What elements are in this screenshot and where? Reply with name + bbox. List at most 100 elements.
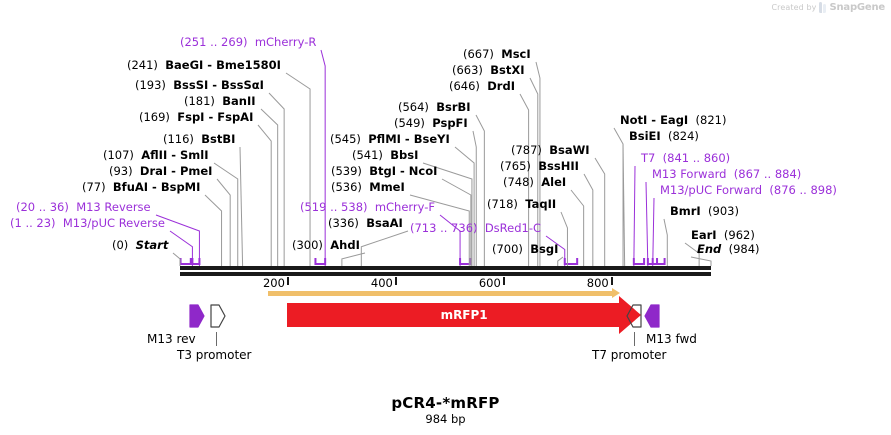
feature-arrow-t3-promoter[interactable] (210, 303, 226, 329)
map-label-bmri[interactable]: BmrI (903) (670, 205, 739, 218)
label-pos-mmei: (536) (331, 180, 362, 194)
credit-prefix: Created by (771, 3, 817, 12)
feature-arrow-t7-promoter[interactable] (626, 303, 642, 329)
leader-m13puc-reverse (169, 230, 193, 266)
label-name-drai-pmei: DraI - PmeI (139, 164, 213, 178)
map-label-alei[interactable]: (748) AleI (503, 176, 566, 189)
map-label-fspi-fspai[interactable]: (169) FspI - FspAI (139, 111, 253, 124)
orange-feature-bar[interactable] (267, 291, 613, 296)
label-pos-pspfi: (549) (394, 116, 425, 130)
map-label-bsawi[interactable]: (787) BsaWI (511, 144, 590, 157)
map-label-eari[interactable]: EarI (962) (691, 229, 755, 242)
label-pos-aflii-smli: (107) (103, 148, 134, 162)
map-label-baegi-bme1580i[interactable]: (241) BaeGI - Bme1580I (127, 59, 281, 72)
label-pos-mcherry-f: (519 .. 538) (300, 200, 368, 214)
map-label-pspfi[interactable]: (549) PspFI (394, 117, 468, 130)
label-pos-bmri: (903) (708, 204, 739, 218)
label-pos-taqii: (718) (487, 197, 518, 211)
label-name-bsssi-bsssai: BssSI - BssSαI (173, 78, 264, 92)
map-label-noti-eagi[interactable]: NotI - EagI (821) (620, 114, 726, 127)
map-label-bsiei[interactable]: BsiEI (824) (629, 130, 699, 143)
label-name-dsred1-c: DsRed1-C (484, 221, 542, 235)
map-label-bsgi[interactable]: (700) BsgI (492, 243, 558, 256)
label-name-m13-reverse: M13 Reverse (76, 200, 151, 214)
map-label-banii[interactable]: (181) BanII (184, 95, 256, 108)
leader-drai-pmei (216, 178, 231, 266)
label-pos-msci: (667) (463, 47, 494, 61)
label-pos-alei: (748) (503, 175, 534, 189)
label-name-bbsi: BbsI (390, 148, 419, 162)
sequence-backbone-bottom (180, 272, 711, 276)
label-name-noti-eagi: NotI - EagI (620, 113, 689, 127)
label-pos-bsrbi: (564) (398, 100, 429, 114)
map-label-bsaai[interactable]: (336) BsaAI (328, 217, 403, 230)
map-label-btgi-ncoi[interactable]: (539) BtgI - NcoI (331, 165, 437, 178)
label-pos-mcherry-r: (251 .. 269) (180, 35, 248, 49)
leader-taqii (560, 211, 568, 266)
leader-pflmi-bseyi (454, 146, 475, 266)
label-name-m13puc-reverse: M13/pUC Reverse (62, 216, 165, 230)
mrfp1-cds-body[interactable] (287, 303, 619, 327)
map-label-bfuai-bspmi[interactable]: (77) BfuAI - BspMI (82, 181, 200, 194)
map-label-taqii[interactable]: (718) TaqII (487, 198, 556, 211)
map-label-t7[interactable]: T7 (841 .. 860) (641, 152, 730, 165)
ruler-tick-600 (502, 277, 505, 285)
label-name-bsiei: BsiEI (629, 129, 661, 143)
leader-aflii-smli (213, 162, 239, 266)
map-label-mcherry-f[interactable]: (519 .. 538) mCherry-F (300, 201, 435, 214)
map-label-aflii-smli[interactable]: (107) AflII - SmlI (103, 149, 209, 162)
leader-bfuai-bspmi (204, 194, 223, 266)
map-label-m13-forward[interactable]: M13 Forward (867 .. 884) (652, 168, 801, 181)
feature-arrow-tick-t3-promoter (216, 332, 217, 346)
label-name-bsgi: BsgI (530, 242, 559, 256)
leader-bsssi-bsssai (268, 92, 285, 266)
leader-bsrbi (475, 114, 485, 266)
feature-arrow-tick-t7-promoter (634, 332, 635, 346)
feature-arrow-m13-rev-arrow[interactable] (189, 303, 205, 329)
label-pos-bsshii: (765) (500, 159, 531, 173)
map-label-start[interactable]: (0) Start (112, 239, 168, 252)
orange-feature-arrowhead (612, 288, 621, 298)
label-pos-baegi-bme1580i: (241) (127, 58, 158, 72)
label-pos-noti-eagi: (821) (695, 113, 727, 127)
map-label-m13-reverse[interactable]: (20 .. 36) M13 Reverse (16, 201, 151, 214)
map-label-dsred1-c[interactable]: (713 .. 736) DsRed1-C (410, 222, 541, 235)
feature-arrow-label-t7-promoter: T7 promoter (592, 348, 667, 362)
map-label-bsrbi[interactable]: (564) BsrBI (398, 101, 471, 114)
map-label-msci[interactable]: (667) MscI (463, 48, 531, 61)
label-name-bsshii: BssHII (538, 159, 579, 173)
label-pos-dsred1-c: (713 .. 736) (410, 221, 478, 235)
ruler-label-400: 400 (370, 276, 393, 290)
label-name-drdi: DrdI (487, 79, 515, 93)
map-label-bstxi[interactable]: (663) BstXI (452, 64, 525, 77)
label-name-mcherry-r: mCherry-R (254, 35, 317, 49)
map-label-bstbi[interactable]: (116) BstBI (163, 133, 235, 146)
label-name-bsaai: BsaAI (366, 216, 403, 230)
mrfp1-cds-label: mRFP1 (440, 308, 488, 322)
map-label-end[interactable]: End (984) (697, 243, 760, 256)
feature-arrow-m13-fwd-arrow[interactable] (644, 303, 660, 329)
ruler-label-200: 200 (262, 276, 285, 290)
label-name-start: Start (135, 238, 169, 252)
map-label-drdi[interactable]: (646) DrdI (449, 80, 515, 93)
label-name-baegi-bme1580i: BaeGI - Bme1580I (165, 58, 281, 72)
feature-span-m13puc-forward (651, 258, 666, 265)
map-label-mmei[interactable]: (536) MmeI (331, 181, 405, 194)
map-label-mcherry-r[interactable]: (251 .. 269) mCherry-R (180, 36, 316, 49)
map-label-ahdi[interactable]: (300) AhdI (292, 239, 360, 252)
map-label-drai-pmei[interactable]: (93) DraI - PmeI (109, 165, 212, 178)
ruler-tick-400 (394, 277, 397, 285)
label-pos-m13-reverse: (20 .. 36) (16, 200, 69, 214)
leader-m13-forward (645, 181, 649, 267)
map-label-m13puc-reverse[interactable]: (1 .. 23) M13/pUC Reverse (10, 217, 165, 230)
map-label-bsshii[interactable]: (765) BssHII (500, 160, 579, 173)
feature-arrow-label-m13-fwd-arrow: M13 fwd (646, 332, 697, 346)
feature-arrow-label-t3-promoter: T3 promoter (177, 348, 252, 362)
leader-bsshii (583, 173, 594, 266)
map-label-bbsi[interactable]: (541) BbsI (352, 149, 418, 162)
map-label-pflmi-bseyi[interactable]: (545) PflMI - BseYI (330, 133, 450, 146)
ruler-label-600: 600 (478, 276, 501, 290)
map-label-bsssi-bsssai[interactable]: (193) BssSI - BssSαI (135, 79, 264, 92)
map-label-m13puc-forward[interactable]: M13/pUC Forward (876 .. 898) (660, 184, 837, 197)
